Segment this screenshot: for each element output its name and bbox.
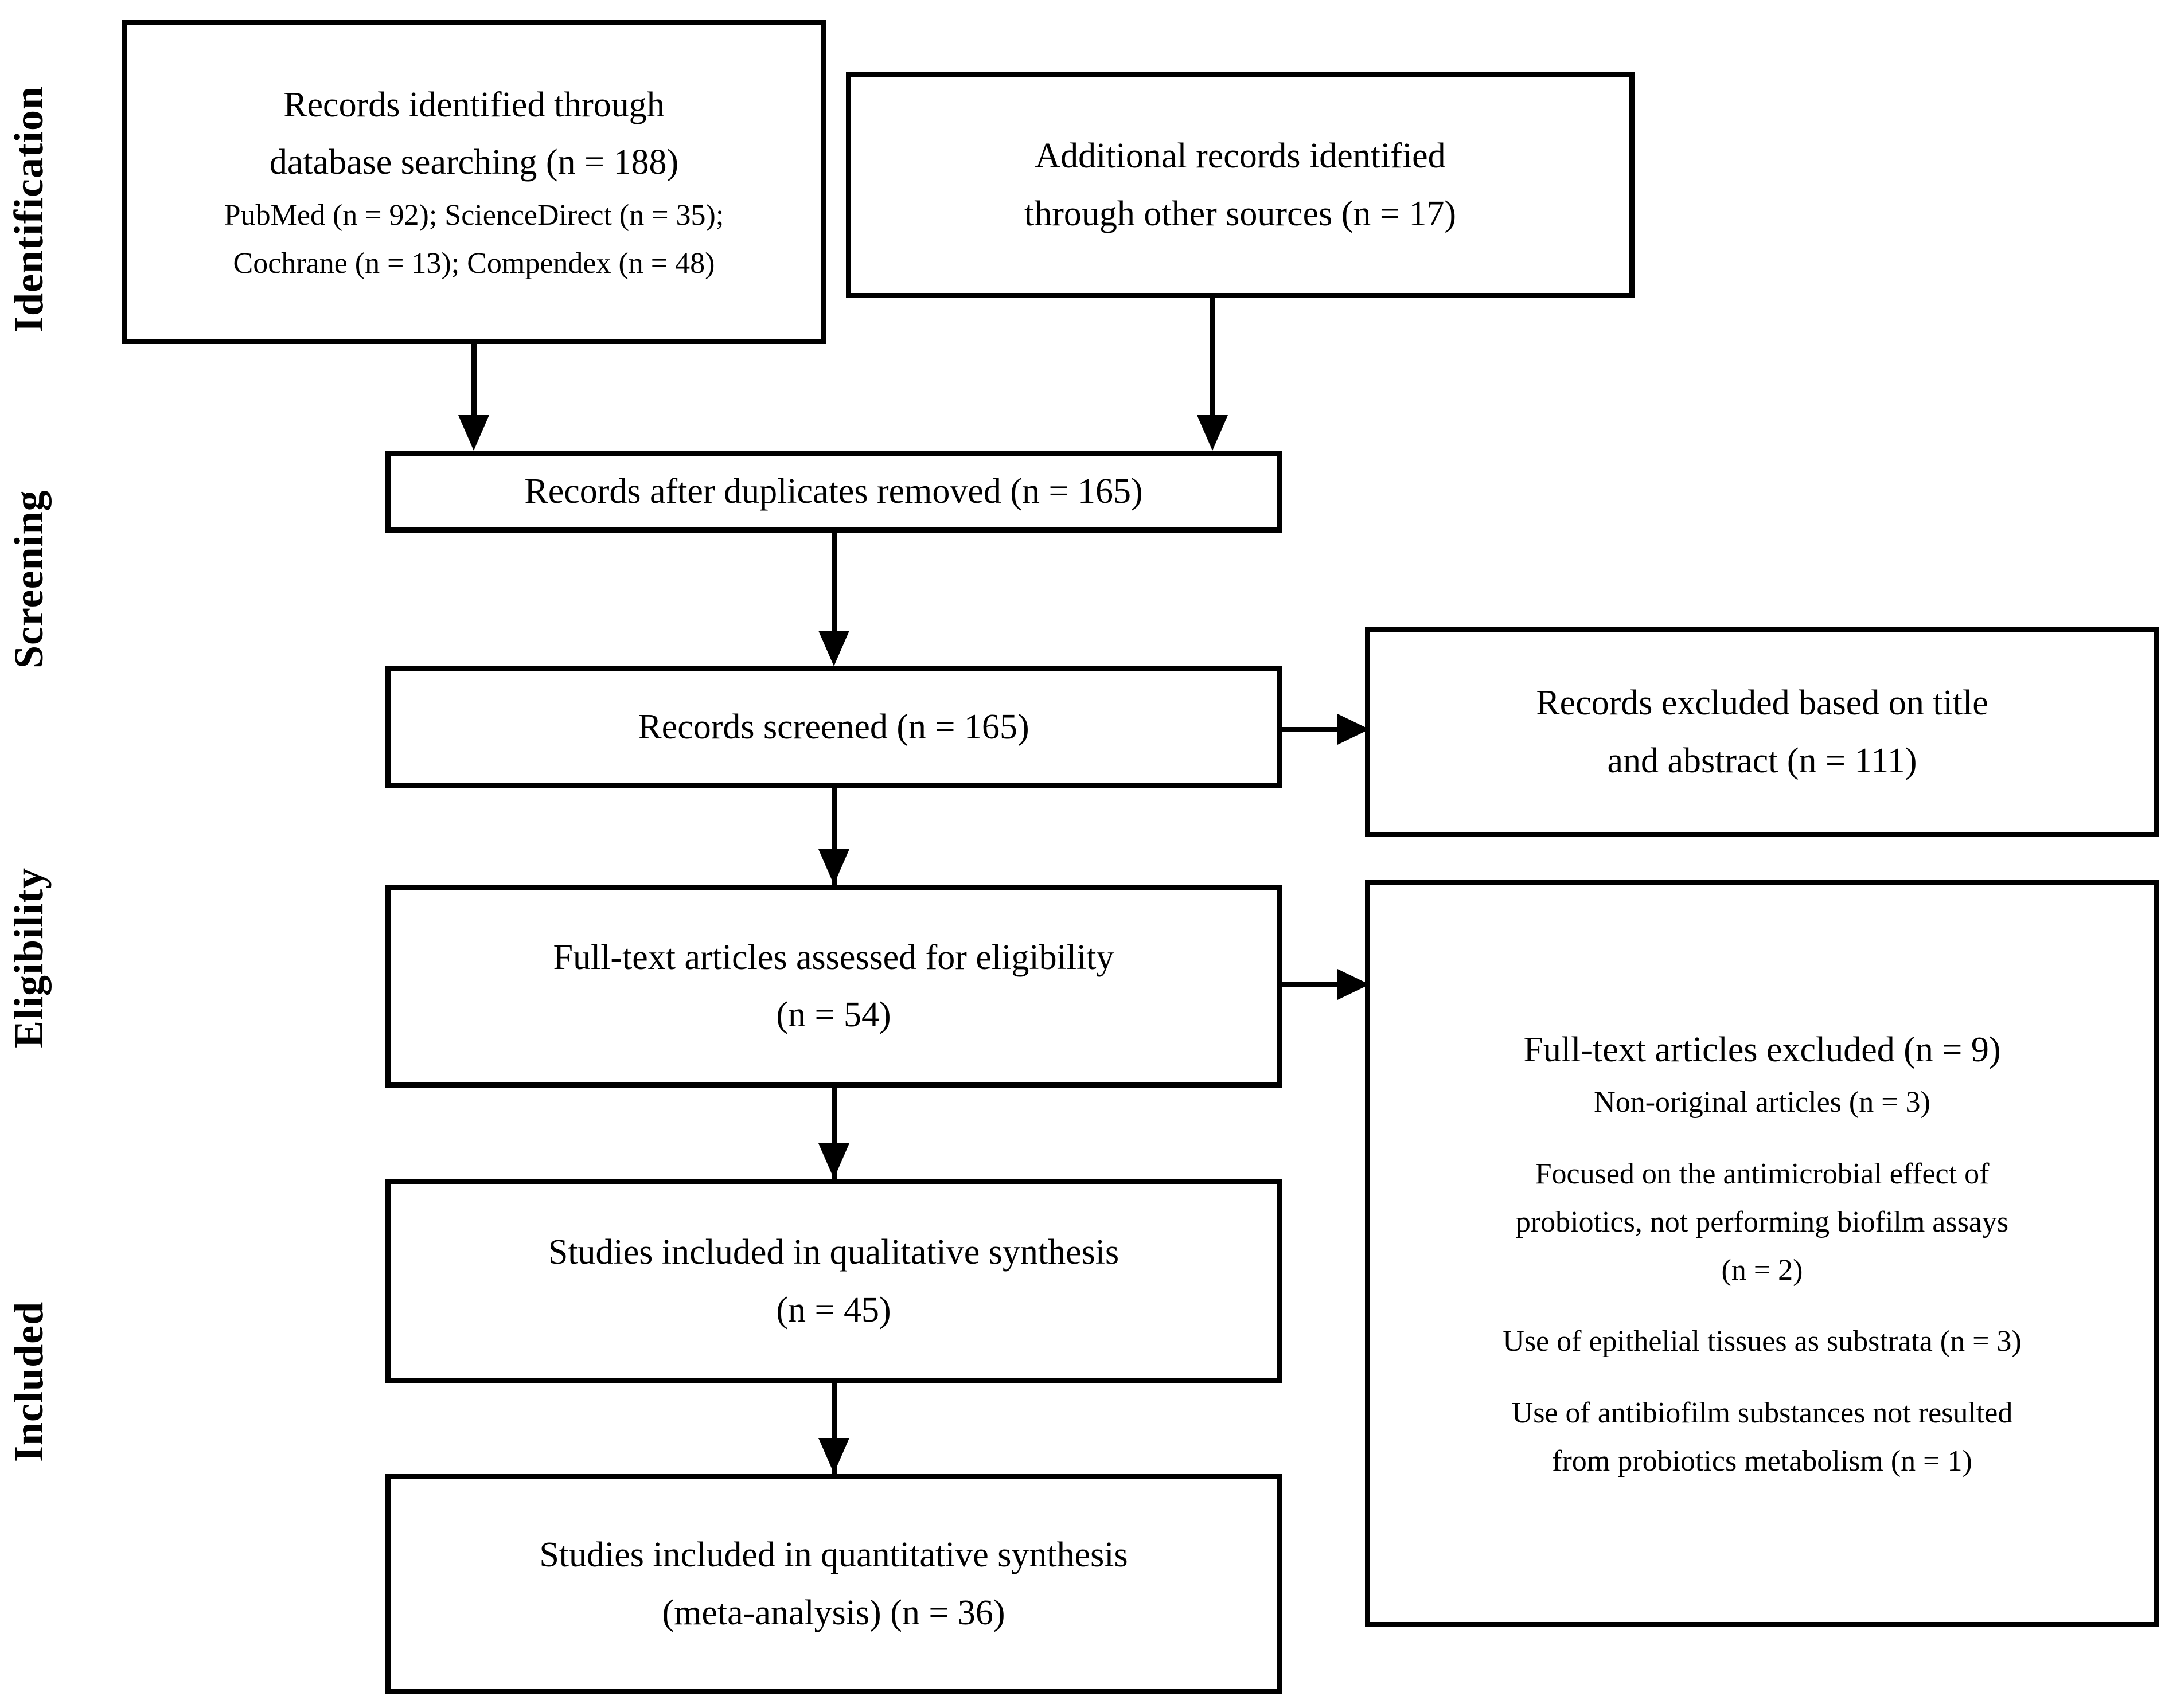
node-fulltext-articles-assessed: Full-text articles assessed for eligibil… (385, 885, 1282, 1088)
fulltext-assessed-line-2: (n = 54) (776, 995, 891, 1034)
other-sources-line-1: Additional records identified (1035, 136, 1446, 176)
other-sources-line-2: through other sources (n = 17) (1024, 194, 1456, 233)
node-records-after-duplicates-removed: Records after duplicates removed (n = 16… (385, 451, 1282, 533)
quantitative-line-2: (meta-analysis) (n = 36) (662, 1593, 1005, 1632)
excluded-ta-line-1: Records excluded based on title (1536, 683, 1988, 723)
connector-qualitative-to-quantitative (832, 1383, 837, 1475)
arrowhead-other-sources-to-duplicates (1197, 415, 1228, 451)
arrowhead-screened-to-fulltext (818, 849, 849, 885)
arrowhead-db-search-to-duplicates (458, 415, 489, 451)
fulltext-excluded-reason-2-line-3: (n = 2) (1721, 1254, 1803, 1287)
connector-other-sources-to-duplicates (1210, 298, 1215, 420)
arrowhead-fulltext-to-qualitative (818, 1143, 849, 1179)
node-additional-records-other-sources: Additional records identified through ot… (846, 72, 1635, 298)
arrowhead-fulltext-to-excluded (1337, 969, 1370, 1000)
node-records-screened: Records screened (n = 165) (385, 666, 1282, 788)
qualitative-line-1: Studies included in qualitative synthesi… (548, 1233, 1119, 1272)
fulltext-excluded-reason-4-line-1: Use of antibiofilm substances not result… (1511, 1396, 2013, 1429)
db-search-detail-1: PubMed (n = 92); ScienceDirect (n = 35); (224, 198, 724, 232)
fulltext-excluded-reason-3-line-1: Use of epithelial tissues as substrata (… (1503, 1325, 2022, 1358)
arrowhead-duplicates-to-screened (818, 631, 849, 666)
fulltext-excluded-reason-2-line-1: Focused on the antimicrobial effect of (1535, 1157, 1990, 1190)
db-search-line-1: Records identified through (283, 85, 665, 124)
arrowhead-qualitative-to-quantitative (818, 1438, 849, 1474)
node-studies-qualitative-synthesis: Studies included in qualitative synthesi… (385, 1179, 1282, 1383)
connector-duplicates-to-screened (832, 533, 837, 634)
node-studies-quantitative-synthesis: Studies included in quantitative synthes… (385, 1474, 1282, 1694)
fulltext-excluded-reason-1-line-1: Non-original articles (n = 3) (1594, 1086, 1930, 1119)
connector-screened-to-excluded-title-abstract (1282, 727, 1345, 732)
arrowhead-screened-to-excluded-title-abstract (1337, 714, 1370, 745)
fulltext-assessed-line-1: Full-text articles assessed for eligibil… (553, 937, 1114, 977)
stage-label-screening: Screening (6, 490, 52, 669)
connector-db-search-to-duplicates (471, 344, 477, 420)
duplicates-removed-line-1: Records after duplicates removed (n = 16… (524, 472, 1143, 511)
db-search-line-2: database searching (n = 188) (269, 143, 679, 182)
stage-label-identification: Identification (6, 86, 52, 333)
fulltext-excluded-reason-2-line-2: probiotics, not performing biofilm assay… (1515, 1205, 2009, 1238)
screened-line-1: Records screened (n = 165) (638, 708, 1029, 747)
stage-label-included: Included (6, 1301, 52, 1463)
connector-fulltext-to-excluded (1282, 982, 1345, 987)
connector-fulltext-to-qualitative (832, 1088, 837, 1181)
node-fulltext-articles-excluded: Full-text articles excluded (n = 9) Non-… (1365, 880, 2159, 1627)
quantitative-line-1: Studies included in quantitative synthes… (539, 1535, 1128, 1575)
fulltext-excluded-heading: Full-text articles excluded (n = 9) (1523, 1030, 2001, 1069)
stage-label-eligibility: Eligibility (6, 867, 52, 1048)
qualitative-line-2: (n = 45) (776, 1290, 891, 1330)
fulltext-excluded-reason-4-line-2: from probiotics metabolism (n = 1) (1552, 1444, 1972, 1478)
node-records-identified-database-searching: Records identified through database sear… (122, 20, 826, 344)
excluded-ta-line-2: and abstract (n = 111) (1607, 741, 1917, 780)
node-records-excluded-title-abstract: Records excluded based on title and abst… (1365, 627, 2159, 837)
connector-screened-to-fulltext (832, 788, 837, 887)
db-search-detail-2: Cochrane (n = 13); Compendex (n = 48) (233, 247, 715, 280)
